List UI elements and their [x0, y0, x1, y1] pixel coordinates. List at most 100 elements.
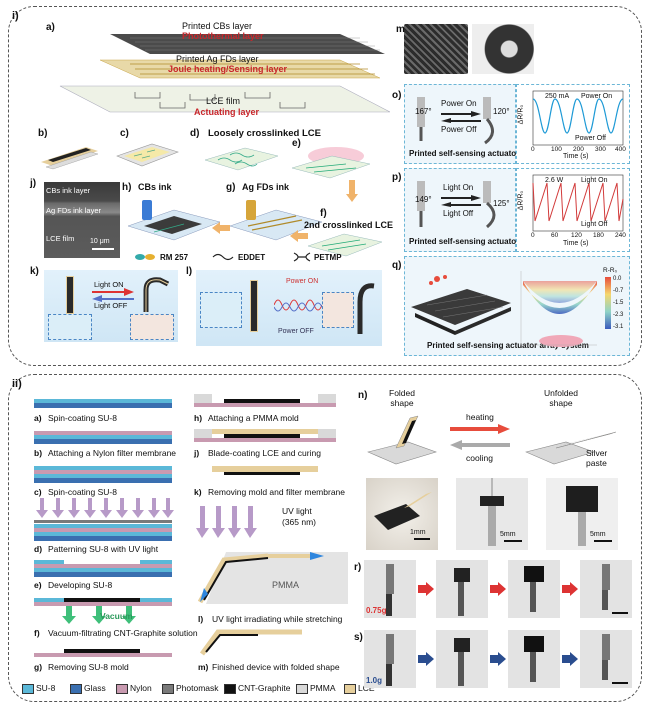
step-l-text: UV light irradiating while stretching — [212, 614, 343, 624]
xtick-o-0: 0 — [531, 146, 535, 153]
scale-text-p: 5mm — [500, 531, 516, 538]
legend-rm257: RM 257 — [160, 253, 189, 262]
power-actuation-box: Power ON Power OFF — [196, 270, 382, 346]
lift-r1-gripper — [386, 564, 394, 594]
label-ii-s: s) — [354, 632, 363, 643]
device-photo-p: 5mm — [456, 478, 528, 550]
folded-shape-label: Folded shape — [389, 388, 415, 408]
scale-bar-p — [504, 540, 522, 542]
xtick-o-4: 400 — [615, 146, 626, 153]
legend-2-6w: 2.6 W — [545, 177, 564, 184]
legend-nylon: Nylon — [130, 683, 152, 693]
cbs-layer-subtitle: Photothermal layer — [182, 31, 264, 41]
step-h-cnt — [224, 399, 300, 403]
cbs-layer-title: Printed CBs layer — [180, 21, 255, 31]
pmma-stretch-block — [198, 552, 348, 604]
step-f-su8-right — [140, 598, 172, 602]
cbar-tick-4: -3.1 — [613, 324, 624, 330]
xlabel-p: Time (s) — [563, 240, 589, 247]
legend-swatch-glass — [70, 684, 82, 694]
legend-lce: LCE — [358, 683, 375, 693]
label-i-d: d) — [190, 128, 200, 139]
step-e-nylon — [34, 564, 172, 568]
label-i-m: m) — [396, 24, 409, 35]
step-e-su8-right — [140, 560, 172, 564]
loose-lce-network — [204, 147, 279, 171]
silver-paste-label: Silver paste — [586, 448, 608, 468]
step-g-label: g) — [34, 662, 43, 672]
legend-petmp: PETMP — [314, 253, 342, 262]
panel-i — [8, 6, 642, 366]
step-e-text: Developing SU-8 — [48, 580, 113, 590]
legend-swatch-nylon — [116, 684, 128, 694]
step-j-lce — [212, 429, 318, 434]
caption-p: Printed self-sensing actuator — [409, 237, 520, 246]
ag-layer-subtitle: Joule heating/Sensing layer — [168, 64, 288, 74]
angle-167: 167° — [415, 107, 432, 116]
sem-cbs-label: CBs ink layer — [46, 186, 91, 195]
label-i-f: f) — [320, 208, 327, 219]
cbar-tick-3: -2.3 — [613, 312, 624, 318]
lce-layer-subtitle: Actuating layer — [194, 107, 260, 117]
weight-r: 0.75g — [366, 606, 387, 615]
step-d-su8 — [34, 532, 172, 536]
strip-straight — [66, 276, 74, 314]
arrow-e-to-f — [346, 180, 358, 202]
power-off-chart-o: Power Off — [575, 135, 606, 142]
panel-i-label: i) — [12, 10, 19, 22]
lift-s4-gripper — [602, 634, 610, 660]
step-h-pmma-left — [194, 394, 212, 403]
legend-glass: Glass — [84, 683, 106, 693]
angle-120: 120° — [493, 107, 510, 116]
stretching-illustration — [291, 147, 371, 179]
second-crosslinked-text: 2nd crosslinked LCE — [304, 220, 394, 230]
arrow-s2 — [490, 652, 506, 666]
scale-bar-o — [414, 538, 430, 540]
step-k-lce — [212, 466, 318, 472]
sem-cross-section-image: CBs ink layer Ag FDs ink layer LCE film … — [44, 182, 120, 258]
step-k-text: Removing mold and filter membrane — [208, 487, 346, 497]
step-m-text: Finished device with folded shape — [212, 662, 340, 672]
step-e-su8-left — [34, 560, 64, 564]
second-crosslinked-illustration — [307, 233, 383, 257]
switch-arrows-p — [441, 195, 481, 207]
ag-ink-text: Ag FDs ink — [242, 182, 290, 192]
panel-ii — [8, 374, 642, 702]
strip-l-bent — [357, 283, 375, 334]
xtick-p-0: 0 — [531, 232, 535, 239]
uv-light-label: UV light — [282, 506, 312, 516]
scale-bar-q — [594, 540, 612, 542]
weight-s: 1.0g — [366, 676, 383, 685]
step-k-cnt — [224, 472, 300, 475]
joule-actuation-box: 167° 120° Power On Power Off Printed sel… — [404, 84, 519, 164]
step-d-text: Patterning SU-8 with UV light — [48, 544, 159, 554]
colorbar-title: R-R₀ — [603, 267, 618, 274]
label-i-o: o) — [392, 90, 402, 101]
power-on-label: Power ON — [286, 278, 319, 285]
lift-s3-weight — [530, 652, 536, 682]
legend-pmma: PMMA — [310, 683, 336, 693]
label-i-e: e) — [292, 138, 301, 149]
scale-bar-r — [612, 612, 628, 614]
uv-arrows-d — [36, 498, 174, 518]
label-i-k: k) — [30, 266, 39, 277]
lift-r1-weight — [386, 594, 392, 616]
step-j-text: Blade-coating LCE and curing — [208, 448, 321, 458]
step-f-label: f) — [34, 628, 40, 638]
legend-swatch-photomask — [162, 684, 174, 694]
uv-arrows-l — [196, 506, 257, 538]
rm257-icon — [135, 254, 155, 260]
xtick-p-3: 180 — [593, 232, 604, 239]
lift-sequence-s2 — [436, 630, 488, 688]
legend-photomask: Photomask — [176, 683, 219, 693]
step-c-text: Spin-coating SU-8 — [48, 487, 117, 497]
eddet-icon — [212, 253, 234, 261]
legend-swatch-su8 — [22, 684, 34, 694]
ylabel-p: ΔR/R₀ — [517, 190, 525, 211]
step-d-glass — [34, 536, 172, 541]
cbs-printing-illustration — [127, 200, 221, 241]
joule-response-plot — [532, 90, 624, 146]
resistance-surface-plot — [520, 271, 597, 347]
sem-scale-bar — [92, 248, 114, 250]
angle-125: 125° — [493, 199, 510, 208]
